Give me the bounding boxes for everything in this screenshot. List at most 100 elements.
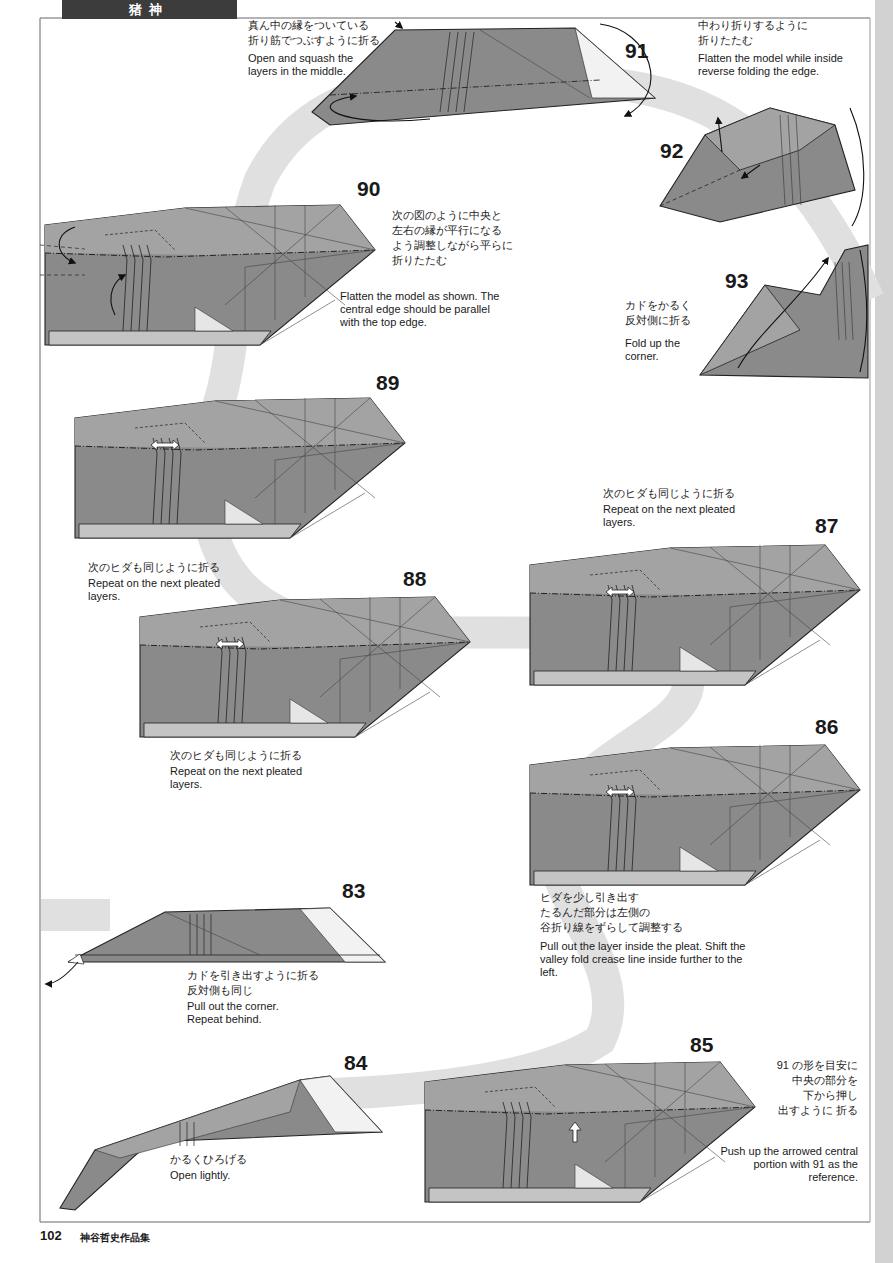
origami-model	[140, 597, 470, 737]
pleat-line	[624, 585, 628, 671]
crease-line	[790, 545, 791, 637]
pleat-line	[448, 32, 458, 112]
instruction-ja: かるくひろげる	[170, 1152, 247, 1167]
fold-line	[590, 570, 660, 590]
book-title: 神谷哲史作品集	[80, 1231, 150, 1245]
model-outline	[60, 1076, 382, 1210]
crease-line	[655, 1062, 656, 1177]
pleat-line	[194, 1122, 195, 1146]
model-flap	[534, 871, 756, 885]
crease-line	[165, 912, 260, 955]
instruction-ja: 次のヒダも同じように折る	[603, 486, 735, 501]
pleat-line	[234, 637, 238, 723]
instruction-en: Open lightly.	[170, 1169, 290, 1182]
pleat-line	[780, 115, 785, 205]
crease-line	[255, 398, 370, 498]
crease-line	[745, 840, 820, 885]
instruction-ja: ヒダを少し引き出す たるんだ部分は左側の 谷折り線をずらして調整する	[540, 890, 683, 935]
fold-line	[140, 642, 470, 649]
crease-line	[335, 398, 336, 490]
model-shade	[75, 398, 405, 448]
step-number: 88	[403, 568, 426, 590]
fold-arrow	[850, 108, 864, 226]
step-number: 90	[357, 178, 380, 200]
instruction-en: Pull out the corner. Repeat behind.	[187, 1000, 303, 1026]
pleat-line	[169, 438, 173, 524]
fold-line	[330, 80, 600, 95]
pleat-line	[161, 438, 165, 524]
fold-arrow	[860, 250, 867, 372]
crease-line	[275, 460, 276, 524]
step-number: 84	[344, 1052, 367, 1074]
origami-model	[530, 745, 860, 885]
model-flap	[300, 1076, 382, 1132]
pleat-line	[456, 32, 466, 112]
crease-line	[640, 1157, 715, 1202]
crease-line	[370, 597, 371, 712]
fold-arrow	[111, 275, 125, 315]
crease-line	[75, 955, 380, 956]
pleat-line	[527, 1102, 531, 1188]
model-shade	[45, 205, 375, 255]
model-outline	[530, 745, 860, 885]
crease-line	[745, 640, 820, 685]
step-number: 86	[815, 716, 838, 738]
crease-line	[290, 493, 365, 538]
crease-line	[340, 659, 341, 723]
pleat-line	[835, 262, 839, 340]
crease-line	[670, 748, 860, 790]
scan-shadow	[875, 0, 893, 1263]
step-number: 93	[725, 270, 748, 292]
pleat-line	[211, 914, 212, 955]
crease-line	[710, 745, 825, 845]
pleat-line	[632, 585, 636, 671]
pull-arrow	[216, 639, 244, 649]
fold-line	[590, 770, 660, 790]
model-flap	[680, 847, 718, 871]
model-flap	[195, 307, 233, 331]
fold-arrow	[738, 258, 828, 368]
fold-arrow	[330, 96, 430, 121]
fold-line	[105, 230, 175, 250]
crease-line	[400, 597, 401, 689]
fold-line	[40, 245, 85, 249]
model-flap	[429, 1188, 651, 1202]
model-flap	[290, 699, 328, 723]
instruction-en: Repeat on the next pleated layers.	[88, 577, 238, 603]
pleat-line	[464, 32, 474, 112]
crease-line	[605, 1062, 720, 1162]
model-flap	[575, 28, 655, 98]
frame-line	[40, 18, 41, 1222]
model-flap	[300, 908, 385, 962]
crease-line	[320, 597, 435, 697]
crease-line	[760, 545, 761, 660]
crease-line	[730, 807, 731, 871]
pleat-line	[616, 585, 620, 671]
instruction-ja: 中わり折りするように 折りたたむ	[698, 18, 808, 48]
fold-line	[135, 423, 205, 443]
crease-line	[670, 548, 860, 590]
step-number: 83	[342, 880, 365, 902]
instruction-ja: 91 の形を目安に 中央の部分を 下から押し 出すように 折る	[758, 1058, 858, 1118]
pleat-line	[632, 785, 636, 871]
instruction-en: Repeat on the next pleated layers.	[603, 503, 753, 529]
pleat-line	[616, 785, 620, 871]
model-outline	[700, 245, 868, 378]
crease-line	[760, 745, 761, 860]
model-flap	[575, 1164, 613, 1188]
model-flap	[49, 331, 271, 345]
pleat-line	[624, 785, 628, 871]
crease-line	[685, 1062, 686, 1154]
model-outline	[75, 398, 405, 538]
crease-line	[225, 205, 340, 305]
pleat-line	[796, 115, 801, 205]
crease-line	[355, 692, 430, 737]
fold-line	[45, 250, 375, 257]
frame-line	[870, 18, 871, 1222]
pleat-line	[226, 637, 230, 723]
pleat-line	[788, 115, 793, 205]
fold-arrow	[46, 962, 78, 984]
fold-line	[530, 790, 860, 797]
origami-model	[660, 108, 864, 226]
